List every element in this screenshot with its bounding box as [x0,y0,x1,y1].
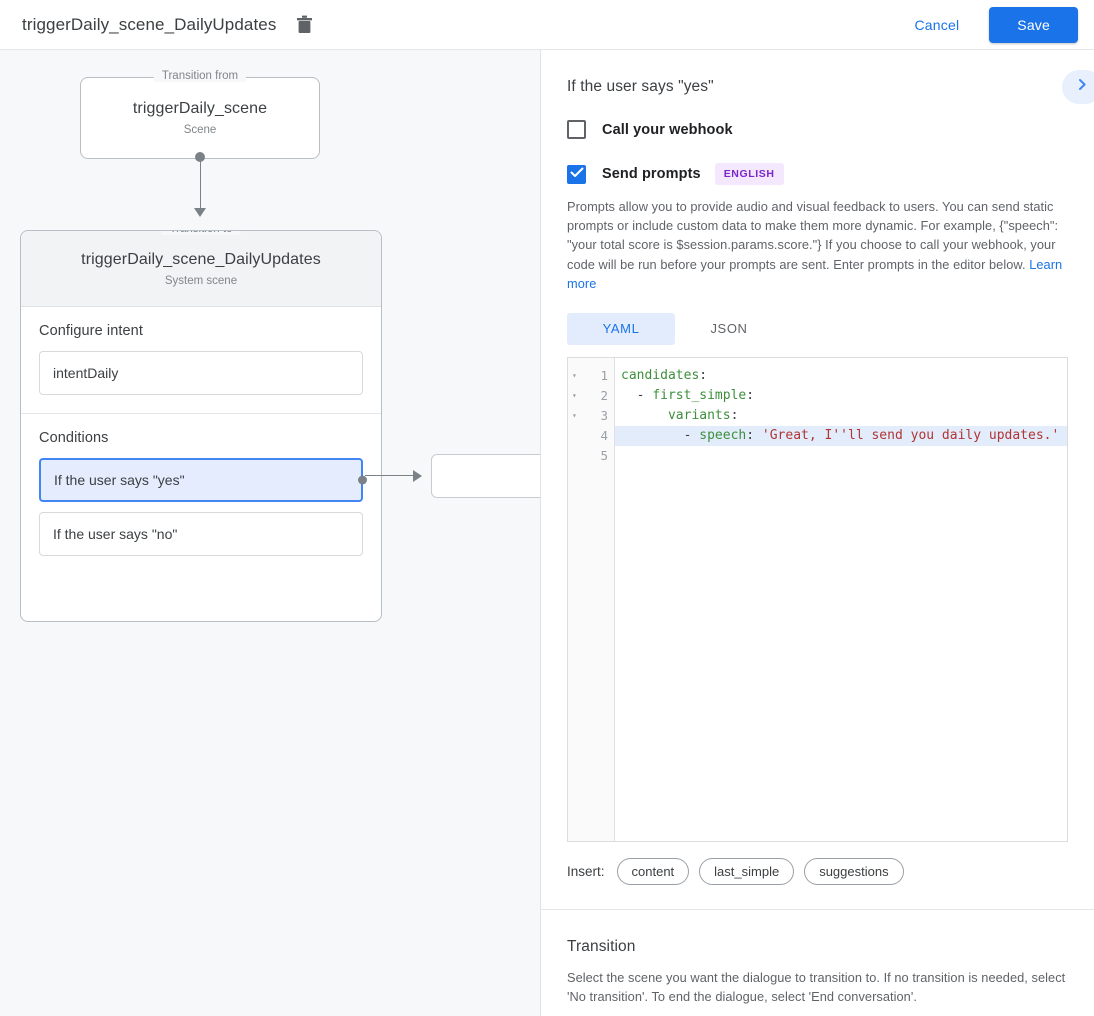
conditions-section: Conditions If the user says "yes" If the… [21,413,381,584]
top-bar: triggerDaily_scene_DailyUpdates Cancel S… [0,0,1094,50]
editor-code-line[interactable]: - first_simple: [621,387,755,403]
webhook-checkbox[interactable] [567,120,586,139]
transition-to-node[interactable]: Transition to triggerDaily_scene_DailyUp… [20,230,382,622]
transition-to-header: triggerDaily_scene_DailyUpdates System s… [21,231,381,307]
tab-json[interactable]: JSON [710,321,748,337]
prompts-description: Prompts allow you to provide audio and v… [567,197,1068,293]
editor-code-line[interactable]: - speech: 'Great, I''ll send you daily u… [615,425,1067,446]
insert-chip-last-simple[interactable]: last_simple [699,857,795,885]
webhook-label: Call your webhook [602,121,733,138]
save-button[interactable]: Save [989,6,1078,43]
editor-line-number: ▾2 [572,388,608,404]
transition-section-title: Transition [567,937,636,955]
insert-row: Insert: content last_simple suggestions [567,857,1068,885]
webhook-row[interactable]: Call your webhook [567,120,1068,139]
downstream-node-partial[interactable] [431,454,541,498]
editor-code-area[interactable]: candidates: - first_simple: variants: - … [615,358,1067,841]
send-prompts-label: Send prompts [602,166,701,182]
chevron-right-icon [1076,78,1089,96]
connector-arrow-right-icon [413,470,422,482]
connector-arrow-down-icon [194,208,206,217]
condition-item-no[interactable]: If the user says "no" [39,512,363,556]
insert-label: Insert: [567,863,605,879]
conditions-label: Conditions [39,430,109,446]
panel-header: If the user says "yes" [541,50,1094,104]
editor-line-number: 5 [600,448,608,464]
page-title: triggerDaily_scene_DailyUpdates [22,14,277,34]
fold-toggle-icon[interactable]: ▾ [572,370,577,380]
transition-description: Select the scene you want the dialogue t… [567,969,1066,1005]
expand-panel-button[interactable] [1062,70,1094,104]
send-prompts-checkbox[interactable] [567,164,586,184]
cancel-button[interactable]: Cancel [899,8,976,42]
editor-gutter: ▾1 ▾2 ▾3 4 5 [568,357,615,841]
transition-to-subtitle: System scene [164,274,238,287]
transition-from-legend: Transition from [153,70,247,82]
editor-line-number: ▾3 [572,408,608,424]
section-divider [541,908,1094,910]
trash-icon [296,15,313,34]
editor-line-number: 4 [600,428,608,444]
connector-horizontal-line [365,475,415,476]
condition-item-label: If the user says "no" [53,526,178,542]
condition-detail-panel: If the user says "yes" Call your webhook [541,50,1094,1016]
checkmark-icon [570,165,584,183]
configure-intent-label: Configure intent [39,323,143,339]
insert-chip-content[interactable]: content [616,857,690,885]
top-bar-actions: Cancel Save [899,6,1094,43]
editor-code-line[interactable]: candidates: [621,367,708,383]
scene-graph-canvas[interactable]: Transition from triggerDaily_scene Scene… [0,50,541,1016]
panel-title: If the user says "yes" [567,78,714,95]
intent-field[interactable]: intentDaily [39,351,363,395]
editor-code-line[interactable]: variants: [667,407,739,423]
editor-format-tabs: YAML JSON [567,312,1068,345]
transition-from-node[interactable]: Transition from triggerDaily_scene Scene [80,70,320,159]
condition-item-label: If the user says "yes" [54,472,185,488]
transition-from-title: triggerDaily_scene [132,100,268,117]
send-prompts-row[interactable]: Send prompts ENGLISH [567,163,1068,185]
configure-intent-section: Configure intent intentDaily [21,307,381,413]
insert-chip-suggestions[interactable]: suggestions [804,857,904,885]
transition-to-legend: Transition to [161,231,241,235]
transition-from-subtitle: Scene [183,124,217,136]
learn-more-link[interactable]: Learn more [567,256,1063,291]
transition-to-title: triggerDaily_scene_DailyUpdates [81,250,321,268]
prompts-description-text: Prompts allow you to provide audio and v… [567,199,1059,272]
tab-yaml[interactable]: YAML [567,312,675,345]
panel-body: Call your webhook Send prompts ENGLISH P… [541,120,1094,1016]
fold-toggle-icon[interactable]: ▾ [572,390,577,400]
condition-output-dot[interactable] [358,475,367,485]
editor-line-number: ▾1 [572,368,608,384]
language-badge: ENGLISH [714,163,784,185]
prompt-code-editor[interactable]: ▾1 ▾2 ▾3 4 5 candidates: - first_simple: var… [567,356,1068,842]
editor-code-line[interactable] [615,446,1067,466]
canvas-panel-divider [540,50,541,1016]
fold-toggle-icon[interactable]: ▾ [572,410,577,420]
connector-vertical-line [200,157,201,213]
condition-item-yes[interactable]: If the user says "yes" [39,458,367,502]
delete-button[interactable] [290,11,318,39]
